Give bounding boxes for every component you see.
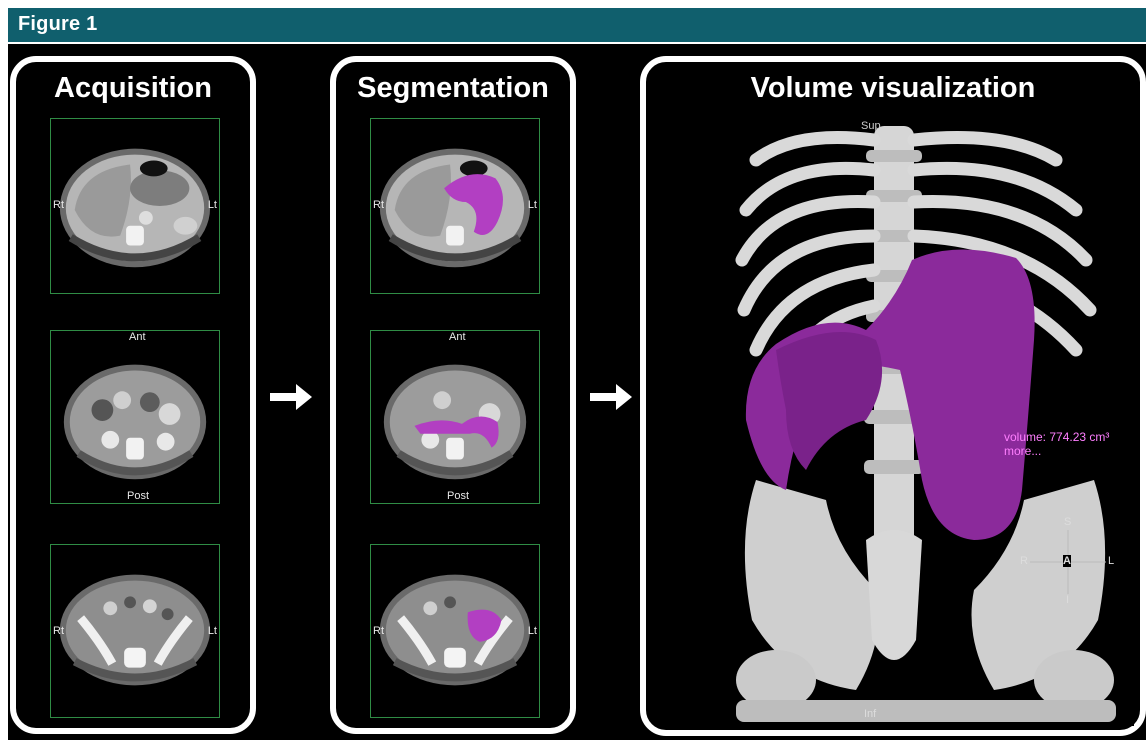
ct-slice-upper-image bbox=[51, 119, 219, 293]
figure-header-bar: Figure 1 bbox=[8, 8, 1146, 42]
figure-label: Figure 1 bbox=[18, 13, 97, 36]
inferior-label: Inf bbox=[864, 708, 876, 720]
slice-label-right: Rt bbox=[373, 625, 384, 637]
figure-header: Figure 1 bbox=[0, 0, 1146, 46]
slice-label-left: Lt bbox=[208, 199, 217, 211]
segmented-slice-lower: Rt Lt bbox=[370, 544, 540, 718]
segmentation-title: Segmentation bbox=[336, 72, 570, 105]
segmented-slice-upper: Rt Lt bbox=[370, 118, 540, 294]
slice-label-right: Rt bbox=[53, 199, 64, 211]
visualization-panel: Volume visualization bbox=[640, 56, 1146, 736]
segmented-slice-middle-image bbox=[371, 331, 539, 503]
orientation-marker: S I R L A bbox=[1018, 516, 1118, 606]
arrow-right-icon bbox=[586, 380, 636, 414]
segmented-slice-upper-image bbox=[371, 119, 539, 293]
orientation-anterior: A bbox=[1063, 555, 1071, 567]
acquisition-title: Acquisition bbox=[16, 72, 250, 105]
superior-label: Sup bbox=[861, 120, 881, 132]
volume-more-link[interactable]: more... bbox=[1004, 444, 1109, 458]
slice-label-posterior: Post bbox=[127, 490, 149, 502]
slice-label-left: Lt bbox=[528, 199, 537, 211]
volume-value: volume: 774.23 cm³ bbox=[1004, 430, 1109, 444]
slice-label-right: Rt bbox=[373, 199, 384, 211]
volume-render: Sup Inf bbox=[716, 120, 1134, 726]
slice-label-left: Lt bbox=[528, 625, 537, 637]
slice-label-anterior: Ant bbox=[449, 331, 466, 343]
orientation-right: R bbox=[1020, 555, 1028, 567]
segmented-slice-middle: Ant Post bbox=[370, 330, 540, 504]
ct-slice-middle-image bbox=[51, 331, 219, 503]
acquisition-panel: Acquisition Rt Lt bbox=[10, 56, 256, 734]
slice-label-anterior: Ant bbox=[129, 331, 146, 343]
volume-measurement: volume: 774.23 cm³ more... bbox=[1004, 430, 1109, 458]
ct-slice-lower-image bbox=[51, 545, 219, 717]
orientation-inferior: I bbox=[1066, 594, 1069, 606]
segmented-slice-lower-image bbox=[371, 545, 539, 717]
slice-label-posterior: Post bbox=[447, 490, 469, 502]
ct-slice-upper: Rt Lt bbox=[50, 118, 220, 294]
orientation-superior: S bbox=[1064, 516, 1071, 528]
ct-slice-middle: Ant Post bbox=[50, 330, 220, 504]
visualization-title: Volume visualization bbox=[646, 72, 1140, 105]
orientation-left: L bbox=[1108, 555, 1114, 567]
ct-slice-lower: Rt Lt bbox=[50, 544, 220, 718]
volume-render-image bbox=[716, 120, 1134, 726]
slice-label-right: Rt bbox=[53, 625, 64, 637]
slice-label-left: Lt bbox=[208, 625, 217, 637]
arrow-right-icon bbox=[266, 380, 316, 414]
segmentation-panel: Segmentation Rt Lt bbox=[330, 56, 576, 734]
figure-canvas: Acquisition Rt Lt bbox=[8, 44, 1146, 740]
